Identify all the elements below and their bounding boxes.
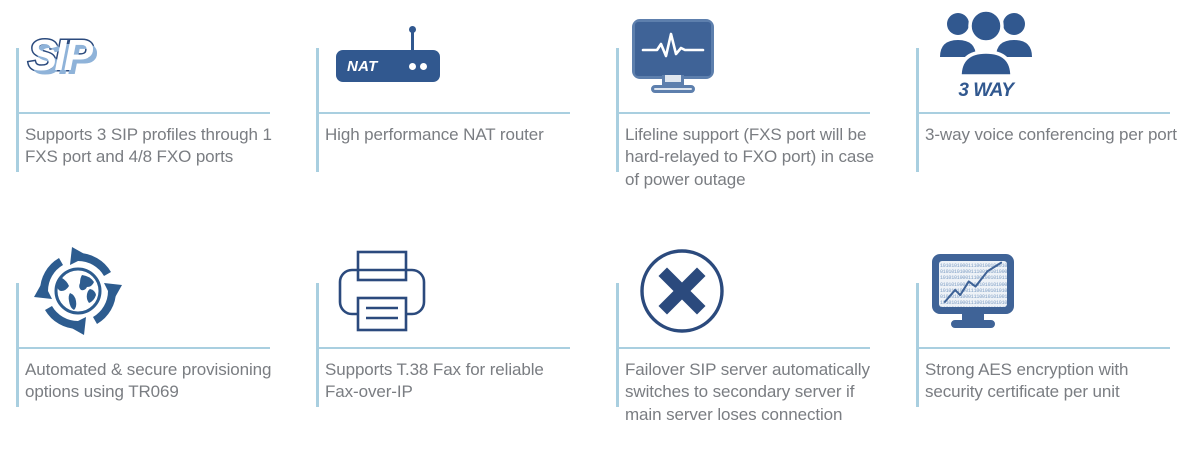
vertical-rule xyxy=(316,48,319,172)
icon-area xyxy=(16,235,286,347)
monitor-neck xyxy=(662,75,684,85)
vertical-rule xyxy=(916,48,919,172)
horizontal-rule xyxy=(916,347,1170,349)
vertical-rule xyxy=(316,283,319,407)
icon-area xyxy=(316,235,586,347)
feature-caption: Supports T.38 Fax for reliable Fax-over-… xyxy=(325,360,544,402)
feature-card-auto-provisioning: Automated & secure provisioning options … xyxy=(0,235,300,469)
horizontal-rule xyxy=(16,112,270,114)
monitor-neck xyxy=(962,310,984,320)
vertical-rule xyxy=(916,283,919,407)
feature-caption: Failover SIP server automatically switch… xyxy=(625,360,870,424)
globe-arrows-svg xyxy=(34,247,122,335)
horizontal-rule xyxy=(316,112,570,114)
three-way-label: 3 WAY xyxy=(958,80,1014,101)
sip-logo-icon: SIP xyxy=(27,30,95,82)
trend-line-icon xyxy=(943,261,1003,303)
icon-area: SIP xyxy=(16,0,286,112)
feature-caption: Strong AES encryption with security cert… xyxy=(925,360,1129,402)
horizontal-rule xyxy=(616,347,870,349)
monitor-bezel xyxy=(632,19,714,79)
vertical-rule xyxy=(16,48,19,172)
led-dot xyxy=(420,62,427,70)
feature-caption: 3-way voice conferencing per port xyxy=(925,125,1177,144)
feature-card-t38-fax: Supports T.38 Fax for reliable Fax-over-… xyxy=(300,235,600,469)
monitor-base xyxy=(951,320,995,328)
vertical-rule xyxy=(616,283,619,407)
feature-card-three-way-conferencing: 3 WAY 3-way voice conferencing per port xyxy=(900,0,1200,235)
vertical-rule xyxy=(16,283,19,407)
circle-x-svg xyxy=(640,249,724,333)
heartbeat-line-icon xyxy=(641,32,705,58)
led-indicators xyxy=(409,62,427,70)
horizontal-rule xyxy=(16,347,270,349)
monitor-heartbeat-icon xyxy=(632,19,714,93)
horizontal-rule xyxy=(316,347,570,349)
people-group-icon xyxy=(940,10,1032,78)
feature-card-nat-router: NAT High performance NAT router xyxy=(300,0,600,235)
nat-router-icon: NAT xyxy=(336,26,440,86)
nat-label: NAT xyxy=(347,57,378,75)
printer-svg xyxy=(338,250,426,332)
monitor-base xyxy=(651,85,695,93)
led-dot xyxy=(409,62,416,70)
router-body: NAT xyxy=(336,50,440,82)
monitor-screen xyxy=(635,22,711,76)
horizontal-rule xyxy=(916,112,1170,114)
three-people-icon: 3 WAY xyxy=(936,10,1036,102)
vertical-rule xyxy=(616,48,619,172)
icon-area: NAT xyxy=(316,0,586,112)
circle-x-icon xyxy=(638,247,726,335)
printer-fax-icon xyxy=(336,248,428,334)
feature-card-failover-sip-server: Failover SIP server automatically switch… xyxy=(600,235,900,469)
feature-card-lifeline-support: Lifeline support (FXS port will be hard-… xyxy=(600,0,900,235)
icon-area xyxy=(616,0,886,112)
icon-area: 3 WAY xyxy=(916,0,1186,112)
icon-area xyxy=(616,235,886,347)
feature-card-sip-profiles: SIP Supports 3 SIP profiles through 1 FX… xyxy=(0,0,300,235)
globe-refresh-arrows-icon xyxy=(32,245,124,337)
feature-caption: Supports 3 SIP profiles through 1 FXS po… xyxy=(25,125,272,167)
antenna-icon xyxy=(409,26,416,52)
feature-caption: Lifeline support (FXS port will be hard-… xyxy=(625,125,874,189)
horizontal-rule xyxy=(616,112,870,114)
feature-caption: High performance NAT router xyxy=(325,125,544,144)
feature-caption: Automated & secure provisioning options … xyxy=(25,360,272,402)
